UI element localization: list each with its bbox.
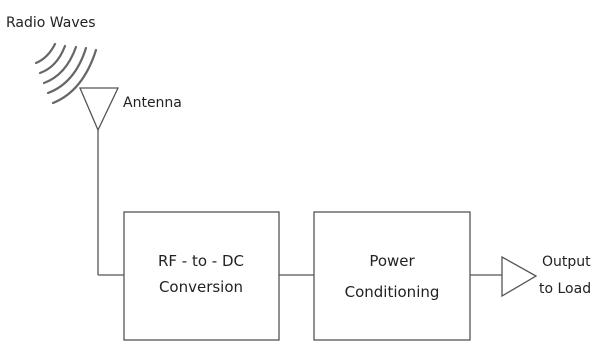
antenna-label: Antenna bbox=[123, 95, 182, 111]
output-triangle-icon bbox=[501, 255, 538, 298]
radio-waves-label: Radio Waves bbox=[6, 15, 96, 31]
power-conditioning-block: Power Conditioning bbox=[313, 211, 471, 341]
rf-dc-block-line2: Conversion bbox=[159, 278, 243, 296]
power-block-line2: Conditioning bbox=[345, 283, 440, 301]
antenna-icon bbox=[79, 87, 120, 275]
radio-waves-icon bbox=[34, 42, 98, 105]
rf-dc-block-line1: RF - to - DC bbox=[158, 252, 244, 270]
rf-to-dc-conversion-block: RF - to - DC Conversion bbox=[123, 211, 280, 341]
power-block-line1: Power bbox=[369, 252, 415, 270]
output-label-line1: Output bbox=[542, 254, 591, 270]
output-label-line2: to Load bbox=[539, 281, 591, 297]
